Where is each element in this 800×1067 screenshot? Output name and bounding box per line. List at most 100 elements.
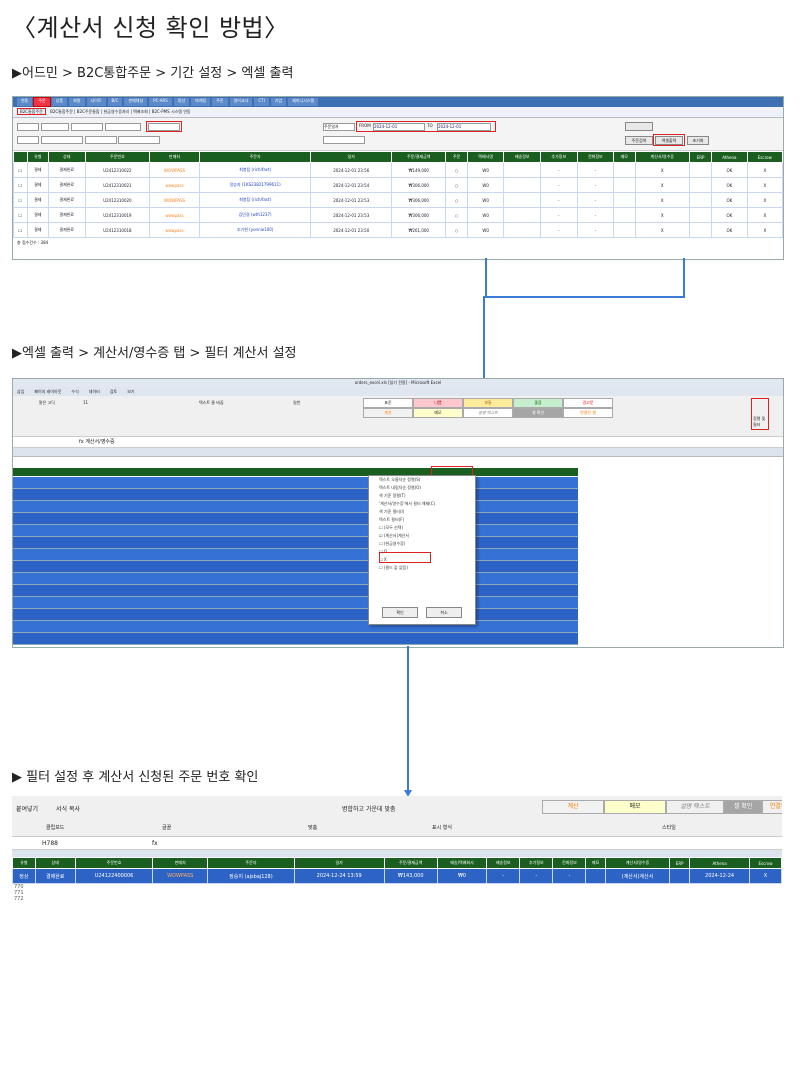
- nav-item[interactable]: 판매채널: [124, 98, 148, 106]
- excel-row: [13, 501, 578, 513]
- column-header: [13, 151, 28, 163]
- filter-item[interactable]: ☐ X: [379, 557, 387, 562]
- filter-item[interactable]: 텍스트 필터(F): [379, 517, 405, 522]
- filter-select[interactable]: [41, 123, 69, 131]
- column-header: 주문/결제금액: [383, 857, 438, 869]
- formula-bar[interactable]: fx 계산서/영수증: [13, 437, 783, 448]
- nav-item[interactable]: 주문: [33, 97, 51, 107]
- wrap-text[interactable]: 텍스트 줄 바꿈: [199, 400, 224, 405]
- from-date-input[interactable]: 2024-12-01: [373, 123, 425, 131]
- table-cell[interactable]: ☐: [13, 207, 28, 223]
- font-name[interactable]: 맑은 고딕: [39, 400, 55, 405]
- style-warning[interactable]: 경고문: [563, 398, 613, 408]
- excel-export-button[interactable]: 엑셀출력: [655, 136, 683, 145]
- nav-item[interactable]: 주문: [212, 98, 228, 106]
- font-size[interactable]: 11: [83, 400, 89, 405]
- filter-item[interactable]: ☐ O: [379, 549, 388, 554]
- filter-select[interactable]: [105, 123, 141, 131]
- filter-item[interactable]: 텍스트 내림차순 정렬(O): [379, 485, 421, 490]
- style-linked[interactable]: 연결된 셀: [563, 408, 613, 418]
- format-painter[interactable]: 서식 복사: [56, 806, 80, 813]
- style-explanatory[interactable]: 설명 텍스트: [666, 800, 724, 814]
- filter-item[interactable]: ☑ (계산서)계산서: [379, 533, 410, 538]
- nav-item[interactable]: 기업: [270, 98, 287, 106]
- nav-item[interactable]: CTI: [254, 98, 269, 106]
- filter-item[interactable]: 색 기준 정렬(T): [379, 493, 406, 498]
- style-check[interactable]: 셀 확인: [724, 800, 762, 814]
- filter-select[interactable]: [85, 136, 117, 144]
- ok-button[interactable]: 확인: [382, 607, 418, 618]
- date-type-select[interactable]: 주문일자: [323, 123, 355, 131]
- ribbon-tab[interactable]: 보기: [127, 389, 135, 394]
- nav-item[interactable]: 영어교사: [229, 98, 253, 106]
- style-bad[interactable]: 나쁨: [413, 398, 463, 408]
- reset-button[interactable]: 초기화: [687, 136, 709, 145]
- nav-item[interactable]: 회원: [69, 98, 85, 106]
- ribbon-tab[interactable]: 데이터: [88, 389, 100, 394]
- sort-filter-button[interactable]: 정렬 및 필터: [753, 416, 766, 427]
- style-calc[interactable]: 계산: [542, 800, 604, 814]
- filter-select[interactable]: [71, 123, 103, 131]
- filter-item[interactable]: ☐ (모두 선택): [379, 525, 403, 530]
- ribbon-tab[interactable]: 검토: [109, 389, 118, 394]
- filter-dropdown[interactable]: 텍스트 오름차순 정렬(S) 텍스트 내림차순 정렬(O) 색 기준 정렬(T) '계…: [368, 475, 476, 625]
- style-good[interactable]: 좋음: [513, 398, 563, 408]
- style-calc[interactable]: 계산: [363, 408, 413, 418]
- subnav-active[interactable]: B2C통합주문: [17, 108, 46, 115]
- style-normal[interactable]: 표준: [363, 398, 413, 408]
- filter-item[interactable]: '계산서/영수증'에서 필터 해제(C): [379, 501, 436, 506]
- style-linked[interactable]: 연결된: [762, 800, 782, 814]
- ribbon-tab[interactable]: 수식: [71, 389, 79, 394]
- status-select[interactable]: [148, 123, 180, 131]
- name-box[interactable]: H788: [42, 839, 58, 847]
- style-explanatory[interactable]: 설명 텍스트: [463, 408, 513, 418]
- table-cell[interactable]: ☐: [13, 222, 28, 238]
- filter-item[interactable]: 텍스트 오름차순 정렬(S): [379, 477, 421, 482]
- cancel-button[interactable]: 취소: [426, 607, 462, 618]
- nav-item[interactable]: B/C: [107, 98, 123, 106]
- nav-item[interactable]: 상품: [51, 98, 68, 106]
- column-headers: [12, 850, 782, 857]
- filter-item[interactable]: ☐ (필드 값 없음): [379, 565, 408, 570]
- ribbon-tab[interactable]: 페이지 레이아웃: [34, 389, 62, 394]
- table-cell: -: [486, 868, 521, 884]
- font-group: 글꼴: [162, 825, 172, 831]
- table-cell[interactable]: ☐: [13, 162, 28, 178]
- style-memo[interactable]: 메모: [604, 800, 666, 814]
- table-cell[interactable]: 최봉탑 (rich/fast): [198, 192, 312, 208]
- search-button[interactable]: 주문검색: [625, 136, 653, 145]
- table-cell: 결제완료: [34, 868, 76, 884]
- filter-select[interactable]: [17, 123, 39, 131]
- filter-item[interactable]: 색 기준 필터(I): [379, 509, 405, 514]
- filter-select[interactable]: [323, 136, 365, 144]
- filter-item[interactable]: ☐ (현금영수증): [379, 541, 406, 546]
- nav-item[interactable]: PC-ARS: [149, 98, 172, 106]
- nav-item[interactable]: 사이트: [86, 98, 106, 106]
- to-date-input[interactable]: 2024-12-01: [437, 123, 491, 131]
- style-check[interactable]: 셀 확인: [513, 408, 563, 418]
- number-format[interactable]: 일반: [293, 400, 301, 405]
- style-neutral[interactable]: 보통: [463, 398, 513, 408]
- nav-item[interactable]: 정산: [173, 98, 190, 106]
- paste-button[interactable]: 붙여넣기: [16, 806, 39, 813]
- table-cell: 결제: [26, 192, 49, 208]
- option-button[interactable]: [625, 122, 653, 131]
- nav-item[interactable]: 연동: [17, 98, 33, 106]
- filter-input[interactable]: [118, 136, 160, 144]
- column-header: 유형: [26, 151, 49, 163]
- table-cell[interactable]: ☐: [13, 192, 28, 208]
- style-memo[interactable]: 메모: [413, 408, 463, 418]
- merge-center[interactable]: 병합하고 가운데 맞춤: [342, 806, 396, 813]
- table-cell[interactable]: 정승지 (1KS23821799611): [198, 177, 312, 193]
- column-headers: [13, 448, 783, 457]
- nav-item[interactable]: 제미니시스템: [288, 98, 319, 106]
- filter-input[interactable]: [41, 136, 83, 144]
- ribbon-tab[interactable]: 삽입: [17, 389, 25, 394]
- table-cell[interactable]: 최봉탑 (rich/fast): [198, 162, 312, 178]
- filter-select[interactable]: [17, 136, 39, 144]
- table-cell[interactable]: 조기현 (yonnie100): [198, 222, 312, 238]
- table-cell: X: [634, 177, 691, 193]
- table-cell[interactable]: 김민경 (wth1237): [198, 207, 312, 223]
- nav-item[interactable]: 마케팅: [191, 98, 211, 106]
- table-cell[interactable]: ☐: [13, 177, 28, 193]
